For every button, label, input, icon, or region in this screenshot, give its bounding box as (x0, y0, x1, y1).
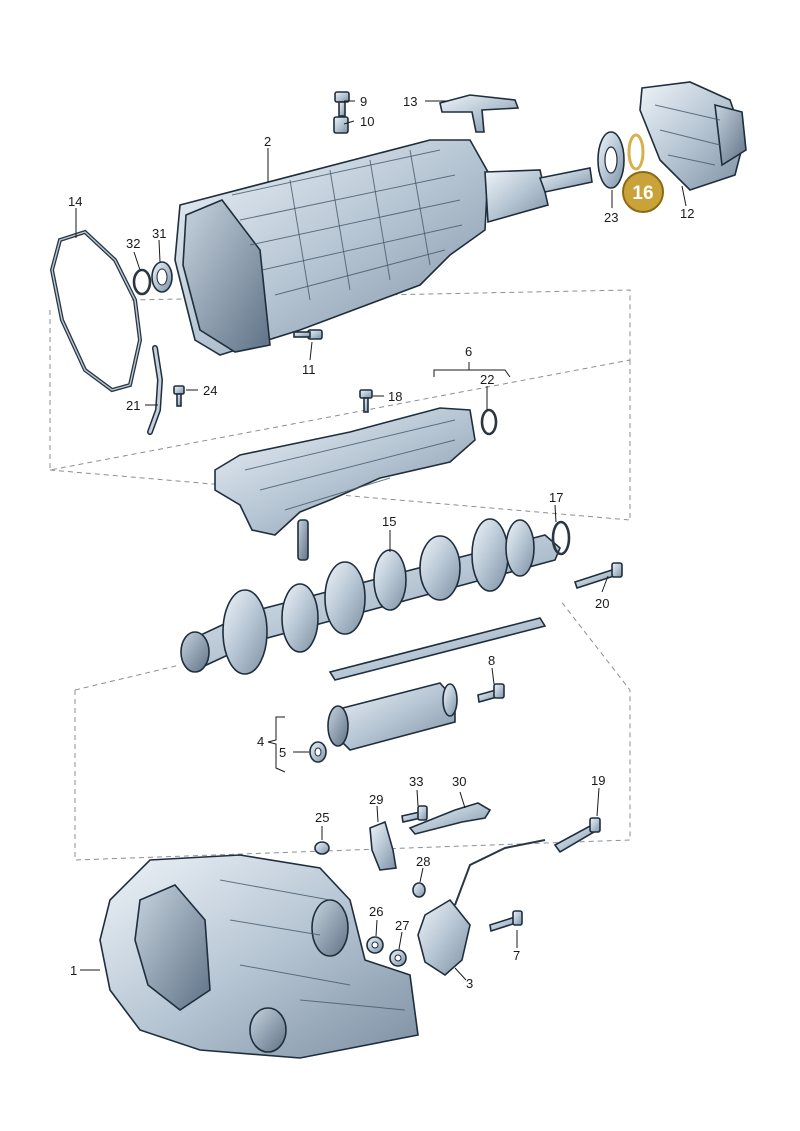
part-29-sensor (369, 820, 397, 871)
part-24-bolt (173, 385, 185, 407)
part-33-bolt (401, 805, 428, 823)
callout-12: 12 (680, 206, 694, 221)
part-5-seal-washer (309, 741, 327, 763)
callout-9: 9 (360, 94, 367, 109)
callout-19: 19 (591, 773, 605, 788)
callout-31: 31 (152, 226, 166, 241)
callout-20: 20 (595, 596, 609, 611)
part-22-o-ring (480, 408, 498, 436)
part-2-case (174, 139, 593, 356)
callout-3: 3 (466, 976, 473, 991)
part-1-housing (99, 854, 419, 1059)
callout-17: 17 (549, 490, 563, 505)
callout-1: 1 (70, 963, 77, 978)
highlight-badge-label: 16 (632, 183, 653, 204)
callout-11: 11 (302, 362, 316, 377)
part-16-o-ring-highlighted (627, 133, 645, 171)
part-8-bolt (477, 683, 505, 704)
callout-30: 30 (452, 774, 466, 789)
part-9-bolt (334, 91, 350, 117)
callout-5: 5 (279, 745, 286, 760)
part-15-gear-shaft (180, 518, 561, 681)
callout-7: 7 (513, 948, 520, 963)
callout-22: 22 (480, 372, 494, 387)
callout-29: 29 (369, 792, 383, 807)
callout-2: 2 (264, 134, 271, 149)
part-20-bolt (573, 562, 623, 590)
part-3-shift-selector (417, 839, 546, 977)
callout-10: 10 (360, 114, 374, 129)
part-28-plug (412, 882, 426, 898)
part-13-bracket (439, 94, 520, 133)
part-27-seal (389, 949, 407, 967)
callout-4: 4 (257, 734, 264, 749)
callout-32: 32 (126, 236, 140, 251)
callout-8: 8 (488, 653, 495, 668)
part-17-o-ring (551, 520, 571, 556)
callout-14: 14 (68, 194, 82, 209)
part-30-shift-bracket (408, 802, 492, 835)
leader-lines (75, 100, 687, 981)
part-18-bolt (359, 389, 373, 413)
callout-26: 26 (369, 904, 383, 919)
callout-18: 18 (388, 389, 402, 404)
part-25-plug (314, 841, 330, 855)
part-11-bolt (293, 329, 323, 340)
callout-13: 13 (403, 94, 417, 109)
part-7-bolt (489, 910, 523, 933)
part-26-seal (366, 936, 384, 954)
callout-33: 33 (409, 774, 423, 789)
part-32-circlip (132, 268, 152, 296)
callout-25: 25 (315, 810, 329, 825)
part-31-bearing (151, 261, 173, 293)
callout-24: 24 (203, 383, 217, 398)
part-12-rear-cover (639, 81, 747, 191)
callout-15: 15 (382, 514, 396, 529)
part-21-tube (147, 345, 164, 435)
callout-6: 6 (465, 344, 472, 359)
part-6-valve-body (214, 407, 476, 561)
part-10-sleeve (333, 116, 349, 134)
part-23-bearing (597, 131, 625, 189)
callout-21: 21 (126, 398, 140, 413)
part-19-bolt (553, 817, 601, 854)
callout-27: 27 (395, 918, 409, 933)
callout-28: 28 (416, 854, 430, 869)
part-4-cylinder (327, 682, 458, 751)
callout-labels: 2 9 10 13 14 32 31 23 12 11 21 24 18 6 2… (68, 94, 694, 991)
callout-23: 23 (604, 210, 618, 225)
part-14-gasket (49, 229, 143, 393)
highlight-badge-16[interactable]: 16 (622, 171, 664, 213)
